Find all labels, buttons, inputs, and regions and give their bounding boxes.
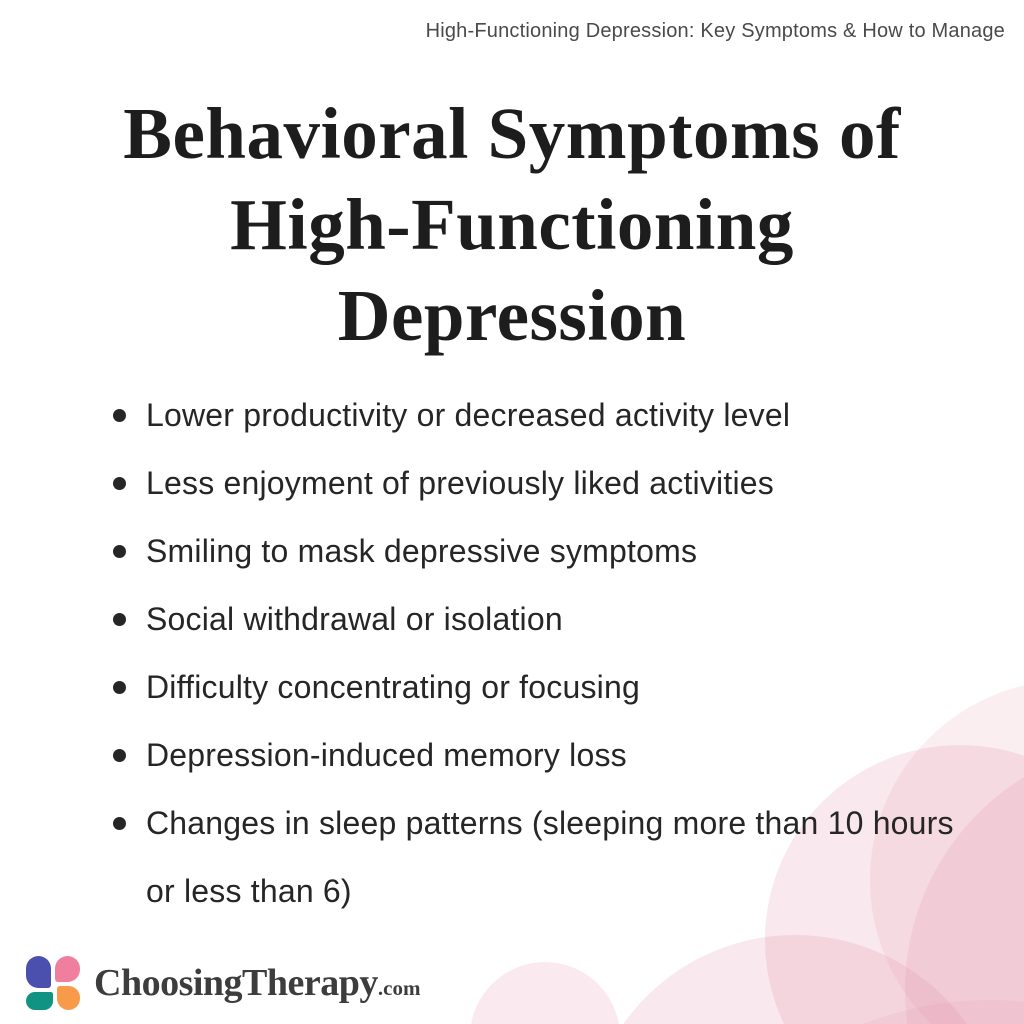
list-item-text: Depression-induced memory loss — [146, 737, 627, 773]
logo-tld: .com — [377, 976, 421, 1000]
bullet-icon — [113, 817, 126, 830]
list-item: Depression-induced memory loss — [113, 721, 958, 789]
bullet-icon — [113, 477, 126, 490]
list-item-text: Changes in sleep patterns (sleeping more… — [146, 805, 954, 909]
bullet-icon — [113, 681, 126, 694]
list-item-text: Smiling to mask depressive symptoms — [146, 533, 698, 569]
bullet-icon — [113, 749, 126, 762]
bullet-icon — [113, 545, 126, 558]
list-item: Changes in sleep patterns (sleeping more… — [113, 789, 958, 925]
choosing-therapy-logo: ChoosingTherapy.com — [26, 956, 420, 1010]
list-item: Difficulty concentrating or focusing — [113, 653, 958, 721]
list-item: Social withdrawal or isolation — [113, 585, 958, 653]
list-item-text: Social withdrawal or isolation — [146, 601, 563, 637]
symptom-list: Lower productivity or decreased activity… — [113, 381, 958, 925]
bullet-icon — [113, 409, 126, 422]
title-line-3: Depression — [337, 275, 687, 356]
logo-name: ChoosingTherapy — [94, 962, 378, 1004]
title-line-1: Behavioral Symptoms of — [123, 93, 901, 174]
list-item-text: Less enjoyment of previously liked activ… — [146, 465, 774, 501]
article-kicker: High-Functioning Depression: Key Symptom… — [425, 20, 1005, 42]
logo-petal-teal — [26, 992, 53, 1010]
title-line-2: High-Functioning — [230, 184, 794, 265]
logo-wordmark: ChoosingTherapy.com — [94, 961, 420, 1005]
logo-petal-pink — [55, 956, 80, 982]
bullet-icon — [113, 613, 126, 626]
list-item: Smiling to mask depressive symptoms — [113, 517, 958, 585]
list-item: Lower productivity or decreased activity… — [113, 381, 958, 449]
list-item-text: Difficulty concentrating or focusing — [146, 669, 640, 705]
logo-petal-blue — [26, 956, 51, 988]
choosing-therapy-logo-icon — [26, 956, 80, 1010]
logo-petal-orange — [57, 986, 80, 1010]
list-item: Less enjoyment of previously liked activ… — [113, 449, 958, 517]
list-item-text: Lower productivity or decreased activity… — [146, 397, 791, 433]
page-title: Behavioral Symptoms of High-Functioning … — [0, 88, 1024, 361]
